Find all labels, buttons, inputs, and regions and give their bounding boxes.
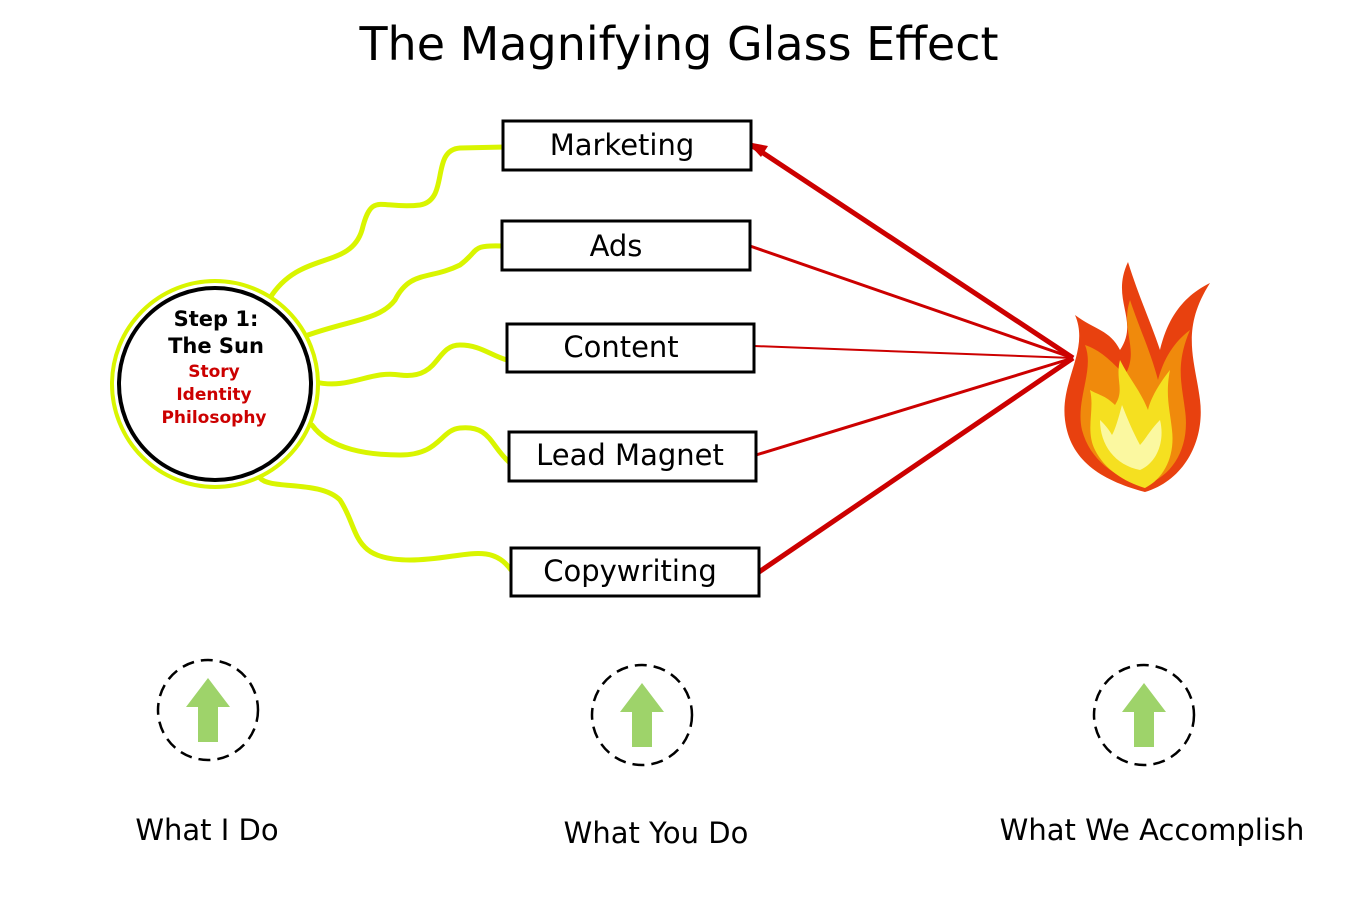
sun-connectors	[257, 144, 514, 573]
box-marketing: Marketing	[501, 119, 753, 172]
box-label: Copywriting	[543, 554, 716, 588]
sun-item-philosophy: Philosophy	[161, 408, 266, 428]
box-ads: Ads	[500, 219, 752, 272]
upload-icon-what-we-accomplish	[1092, 663, 1196, 767]
box-label: Marketing	[550, 128, 695, 162]
caption-what-i-do: What I Do	[135, 813, 278, 847]
sun-item-story: Story	[188, 362, 240, 382]
box-copywriting: Copywriting	[509, 546, 761, 598]
sun-step-label: Step 1:	[174, 307, 259, 331]
fire-rays	[747, 142, 1075, 575]
box-lead-magnet: Lead Magnet	[507, 430, 758, 483]
upload-icon-what-i-do	[156, 658, 260, 762]
box-label: Content	[563, 330, 678, 364]
diagram-title: The Magnifying Glass Effect	[358, 17, 998, 71]
sun-circle: Step 1: The Sun Story Identity Philosoph…	[110, 279, 320, 489]
caption-what-we-accomplish: What We Accomplish	[1000, 813, 1305, 847]
connector-content	[312, 342, 510, 387]
sun-title: The Sun	[168, 334, 264, 358]
fire-icon	[1064, 262, 1210, 492]
box-content: Content	[505, 322, 756, 374]
connector-lead-magnet	[309, 422, 512, 465]
upload-icon-what-you-do	[590, 663, 694, 767]
connector-ads	[305, 243, 505, 338]
connector-marketing	[267, 144, 508, 301]
caption-what-you-do: What You Do	[564, 816, 749, 850]
box-label: Ads	[590, 229, 643, 263]
connector-copywriting	[257, 475, 514, 573]
box-label: Lead Magnet	[536, 438, 724, 472]
sun-item-identity: Identity	[176, 385, 251, 405]
